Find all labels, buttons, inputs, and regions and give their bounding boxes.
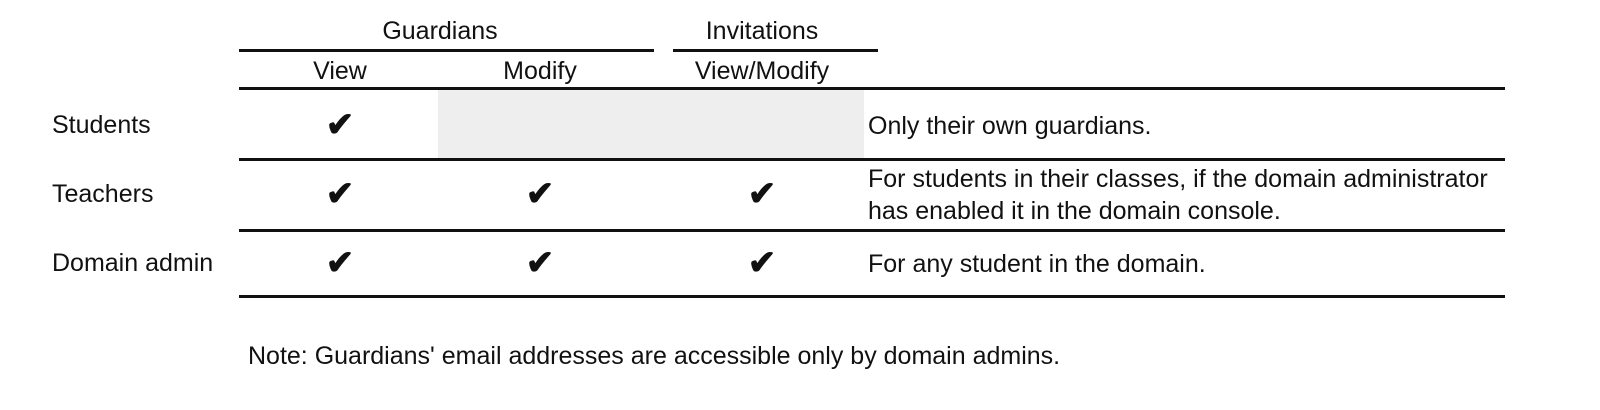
rule-under-column-headers [239,87,1505,90]
cell-teachers-guardians-modify: ✔ [525,175,555,213]
cell-domain-admin-note: For any student in the domain. [868,250,1206,278]
rule-under-students-row [239,158,1505,161]
group-header-invitations: Invitations [705,17,819,45]
group-header-guardians: Guardians [382,17,498,45]
rule-under-guardians-group [239,49,654,52]
rule-under-teachers-row [239,229,1505,232]
row-label-domain-admin: Domain admin [52,249,214,277]
cell-students-guardians-view: ✔ [325,106,355,144]
cell-domain-admin-guardians-view: ✔ [325,244,355,282]
shaded-cell-students-modify [438,90,864,159]
table-footnote: Note: Guardians' email addresses are acc… [248,342,1061,370]
cell-domain-admin-guardians-modify: ✔ [525,244,555,282]
column-header-modify: Modify [503,57,577,85]
column-header-view: View [313,57,367,85]
cell-teachers-invitations-view-modify: ✔ [747,175,777,213]
cell-domain-admin-invitations-view-modify: ✔ [747,244,777,282]
column-header-view-modify: View/Modify [694,57,830,85]
row-label-teachers: Teachers [52,180,154,208]
cell-teachers-guardians-view: ✔ [325,175,355,213]
cell-teachers-note: For students in their classes, if the do… [868,165,1488,225]
rule-under-domain-admin-row [239,295,1505,298]
cell-students-note: Only their own guardians. [868,112,1152,140]
row-label-students: Students [52,111,151,139]
rule-under-invitations-group [673,49,878,52]
